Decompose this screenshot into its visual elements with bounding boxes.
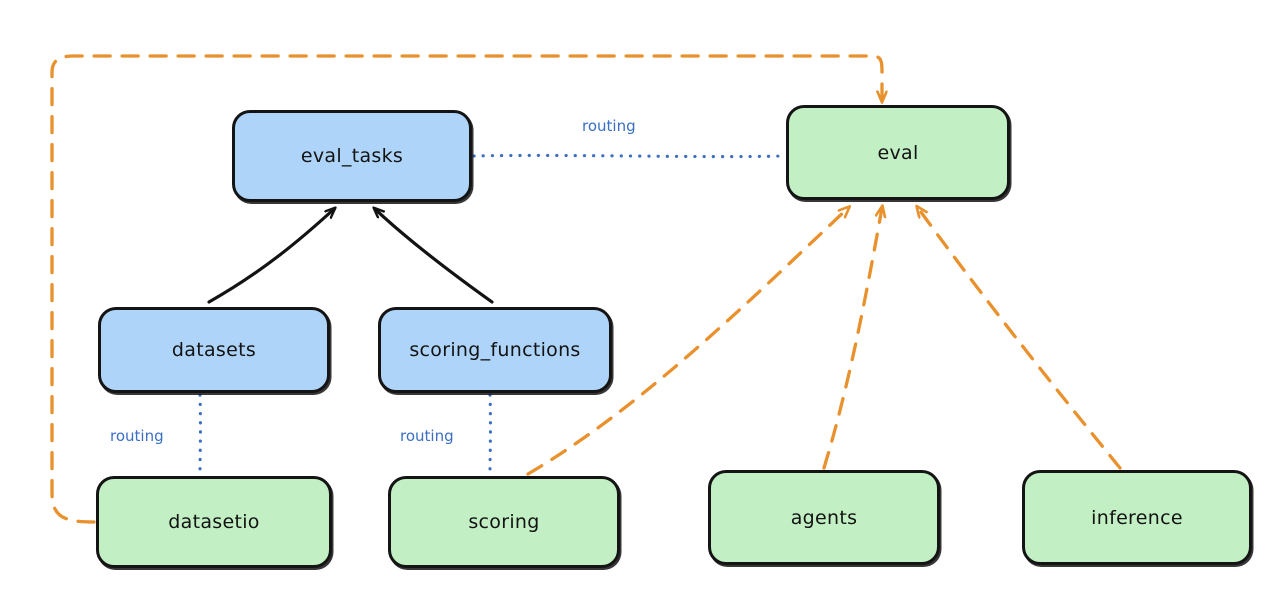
node-label-scoring-functions: scoring_functions [409,339,581,361]
edge-scoring-to-eval [526,208,848,476]
node-agents[interactable]: agents [708,470,940,565]
edge-eval-tasks-to-eval [472,153,786,159]
node-datasets[interactable]: datasets [98,307,330,393]
node-inference[interactable]: inference [1022,470,1252,565]
node-label-scoring: scoring [468,511,540,533]
node-scoring-functions[interactable]: scoring_functions [378,307,612,393]
node-scoring[interactable]: scoring [388,476,620,568]
edge-inference-to-eval [918,208,1122,470]
node-label-datasets: datasets [171,339,257,361]
node-label-inference: inference [1091,506,1183,529]
edge-scoring-functions-to-eval-tasks [375,209,494,304]
node-label-agents: agents [790,506,858,529]
node-eval[interactable]: eval [786,105,1010,200]
node-label-datasetio: datasetio [168,511,260,533]
node-datasetio[interactable]: datasetio [96,476,332,568]
node-label-eval: eval [877,141,919,164]
edge-datasets-to-eval-tasks [207,209,334,304]
edge-datasetio-to-eval [50,54,882,524]
node-label-eval-tasks: eval_tasks [300,145,404,167]
edge-label-datasets-datasetio: routing [110,427,164,445]
edge-label-eval-tasks-eval: routing [582,117,636,135]
edge-agents-to-eval [822,208,882,470]
node-eval-tasks[interactable]: eval_tasks [232,110,472,202]
edge-label-scoring-functions-scoring: routing [400,427,454,445]
